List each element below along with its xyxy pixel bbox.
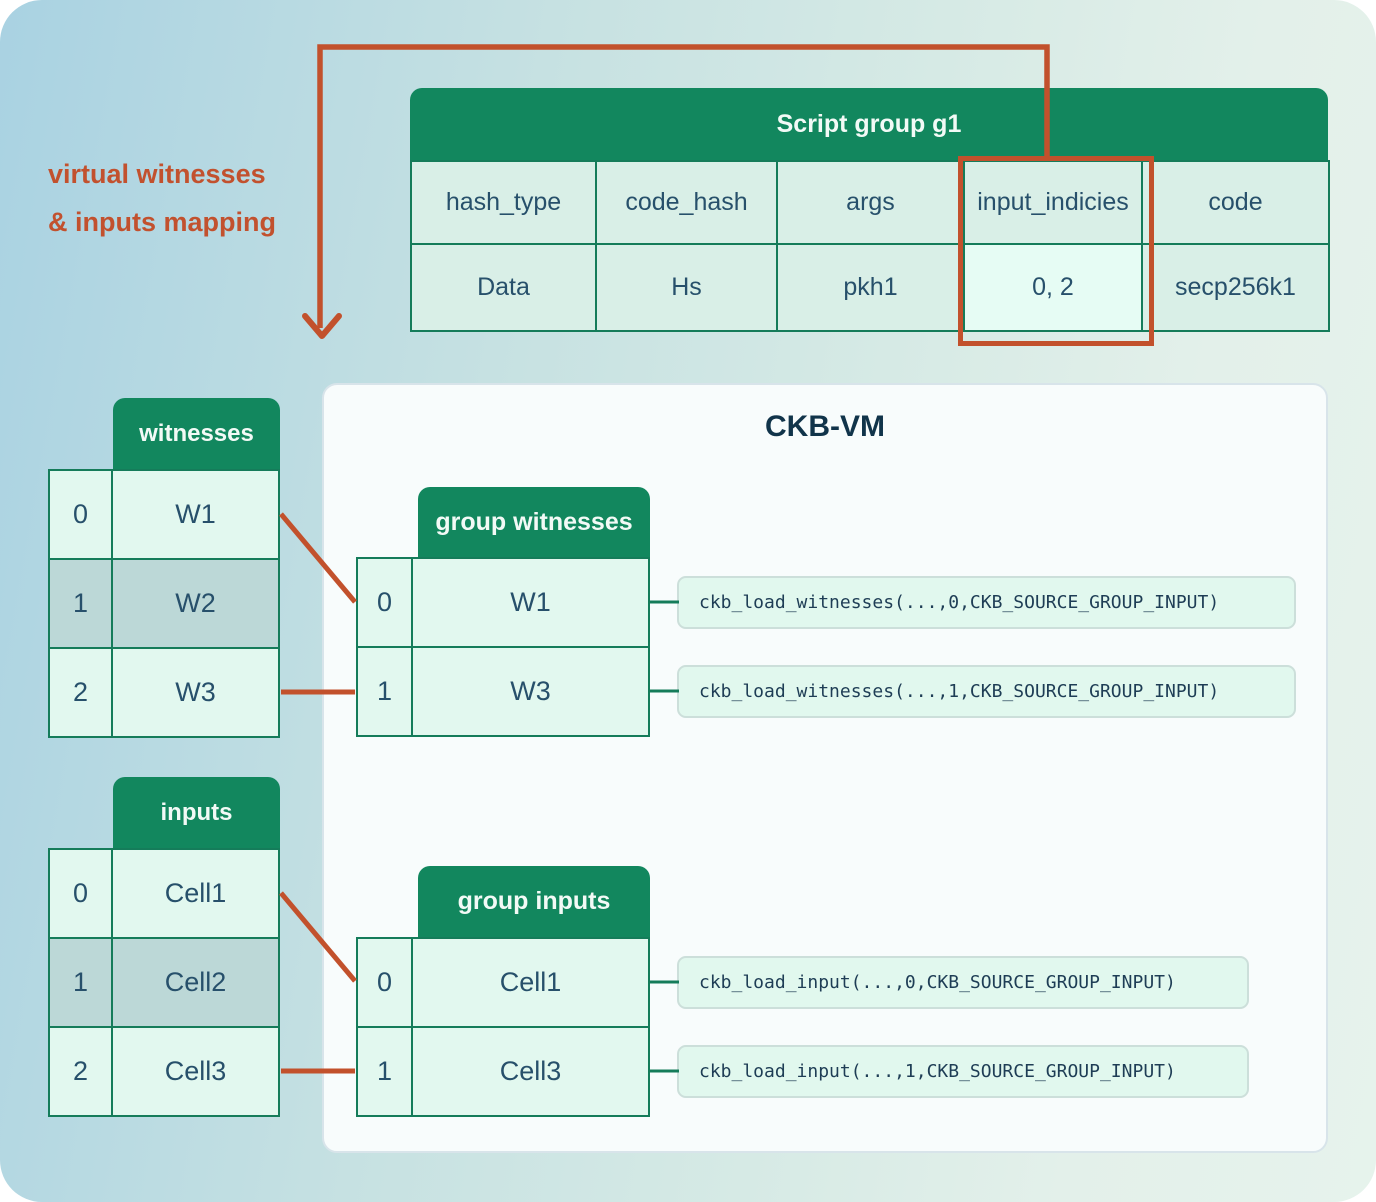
inputs-row-1-value: Cell2	[113, 939, 278, 1026]
witnesses-row-0-value: W1	[113, 471, 278, 558]
group-witnesses-row-0-index: 0	[358, 559, 411, 646]
ckb-load-witnesses-1-call: ckb_load_witnesses(...,1,CKB_SOURCE_GROU…	[677, 665, 1296, 718]
witnesses-row-2-index: 2	[50, 649, 111, 736]
script-group-col-input-indicies: input_indicies	[965, 162, 1141, 243]
annotation-line-2: & inputs mapping	[48, 207, 276, 237]
group-witnesses-row-1-value: W3	[413, 648, 648, 735]
inputs-row-2-index: 2	[50, 1028, 111, 1115]
inputs-row-0-value: Cell1	[113, 850, 278, 937]
script-group-val-code-hash: Hs	[597, 245, 776, 330]
group-witnesses-table-title: group witnesses	[418, 487, 650, 557]
ckb-load-witnesses-0-call: ckb_load_witnesses(...,0,CKB_SOURCE_GROU…	[677, 576, 1296, 629]
group-inputs-row-1-index: 1	[358, 1028, 411, 1115]
witnesses-row-1-index: 1	[50, 560, 111, 647]
script-group-table: hash_type code_hash args input_indicies …	[410, 160, 1330, 332]
witnesses-row-2-value: W3	[113, 649, 278, 736]
group-inputs-row-0-index: 0	[358, 939, 411, 1026]
ckb-load-input-0-call: ckb_load_input(...,0,CKB_SOURCE_GROUP_IN…	[677, 956, 1249, 1009]
script-group-col-hash-type: hash_type	[412, 162, 595, 243]
inputs-row-1-index: 1	[50, 939, 111, 1026]
script-group-val-args: pkh1	[778, 245, 963, 330]
script-group-val-code: secp256k1	[1143, 245, 1328, 330]
group-witnesses-row-0-value: W1	[413, 559, 648, 646]
witnesses-row-0-index: 0	[50, 471, 111, 558]
inputs-row-2-value: Cell3	[113, 1028, 278, 1115]
mapping-annotation: virtual witnesses & inputs mapping	[48, 150, 348, 246]
group-witnesses-row-1-index: 1	[358, 648, 411, 735]
inputs-table: 0 Cell1 1 Cell2 2 Cell3	[48, 848, 280, 1117]
script-group-val-input-indicies: 0, 2	[965, 245, 1141, 330]
ckb-vm-title: CKB-VM	[765, 410, 885, 443]
inputs-row-0-index: 0	[50, 850, 111, 937]
script-group-col-code-hash: code_hash	[597, 162, 776, 243]
script-group-col-args: args	[778, 162, 963, 243]
script-group-table-title: Script group g1	[410, 88, 1328, 160]
annotation-line-1: virtual witnesses	[48, 159, 266, 189]
witnesses-row-1-value: W2	[113, 560, 278, 647]
group-inputs-row-1-value: Cell3	[413, 1028, 648, 1115]
ckb-load-input-1-call: ckb_load_input(...,1,CKB_SOURCE_GROUP_IN…	[677, 1045, 1249, 1098]
group-inputs-table-title: group inputs	[418, 866, 650, 937]
inputs-table-title: inputs	[113, 777, 280, 848]
mapping-arrow-head	[302, 313, 342, 339]
script-group-col-code: code	[1143, 162, 1328, 243]
group-inputs-table: 0 Cell1 1 Cell3	[356, 937, 650, 1117]
group-witnesses-table: 0 W1 1 W3	[356, 557, 650, 737]
script-group-val-hash-type: Data	[412, 245, 595, 330]
witnesses-table-title: witnesses	[113, 398, 280, 469]
witnesses-table: 0 W1 1 W2 2 W3	[48, 469, 280, 738]
group-inputs-row-0-value: Cell1	[413, 939, 648, 1026]
